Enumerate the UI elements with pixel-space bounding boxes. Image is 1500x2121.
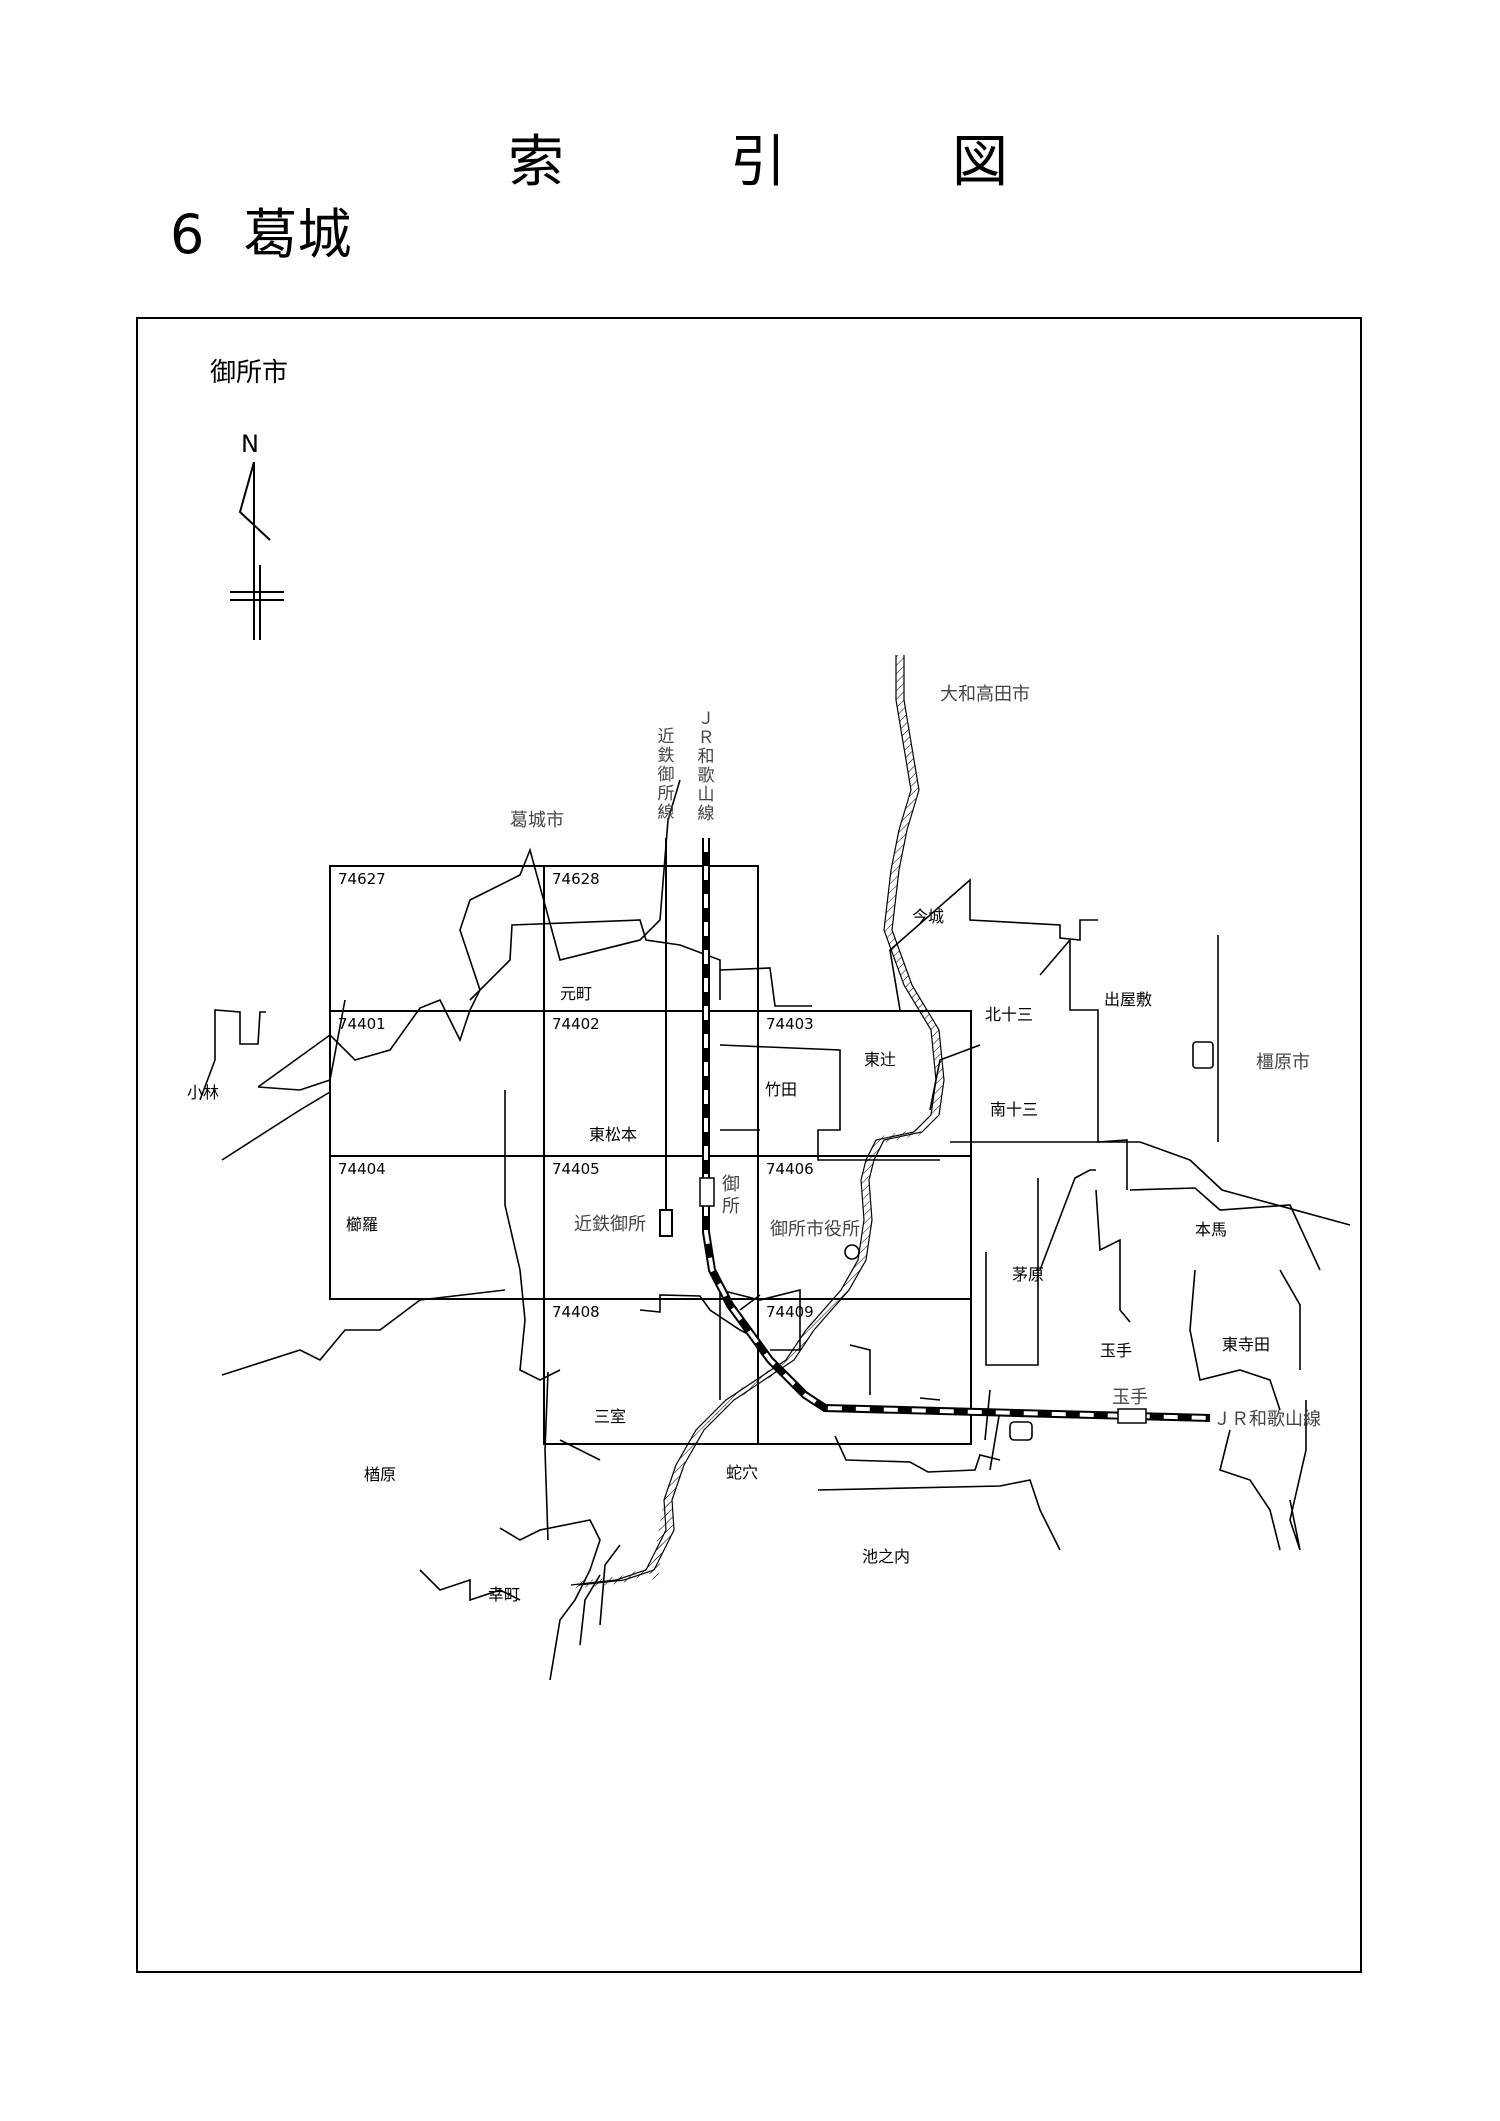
gose-station-label: 御所 xyxy=(722,1174,740,1217)
place-label: 南十三 xyxy=(990,1100,1038,1119)
gose-station-icon xyxy=(699,1177,715,1207)
jr-line-label: ＪＲ和歌山線 xyxy=(1213,1409,1321,1430)
grid-cell-label: 74404 xyxy=(338,1160,386,1178)
place-label: 竹田 xyxy=(765,1080,797,1099)
kintetsu-line-label: 近鉄御所線 xyxy=(658,727,675,823)
grid-cell-label: 74401 xyxy=(338,1015,386,1033)
title-char-1: 索 xyxy=(508,130,564,195)
station-label: 玉手 xyxy=(1112,1387,1148,1408)
region-heading: 6 葛城 xyxy=(170,200,352,270)
place-label: 小林 xyxy=(187,1083,219,1102)
city-label: 御所市 xyxy=(210,358,289,388)
place-label: 櫛羅 xyxy=(346,1215,378,1234)
rail-labels: 近鉄御所線 ＪＲ和歌山線 御所 xyxy=(658,709,741,1217)
region-name: 葛城 xyxy=(243,203,352,266)
place-label: 今城 xyxy=(912,907,944,926)
grid-cell-label: 74408 xyxy=(552,1303,600,1321)
neighbor-city-label: 橿原市 xyxy=(1256,1052,1310,1073)
place-label: 蛇穴 xyxy=(726,1463,758,1482)
map-frame xyxy=(136,317,1362,1973)
grid-cell-label: 74628 xyxy=(552,870,600,888)
place-label: 玉手 xyxy=(1100,1341,1132,1360)
grid-cell-label: 74409 xyxy=(766,1303,814,1321)
station-label: 近鉄御所 xyxy=(574,1214,646,1235)
title-char-3: 図 xyxy=(952,130,1008,195)
boundaries xyxy=(199,779,1351,1681)
region-number: 6 xyxy=(170,203,205,266)
place-label: 元町 xyxy=(560,984,592,1003)
kintetsu-line xyxy=(659,838,673,1237)
place-label: 幸町 xyxy=(488,1585,520,1604)
jr-line-label-vertical: ＪＲ和歌山線 xyxy=(698,709,715,824)
tamade-station-icon xyxy=(1117,1408,1147,1424)
main-road xyxy=(570,655,945,1589)
jr-line xyxy=(699,838,1211,1424)
place-label: 出屋敷 xyxy=(1104,990,1152,1009)
index-map-title: 索 引 図 xyxy=(0,128,1500,198)
grid-cell-label: 74402 xyxy=(552,1015,600,1033)
city-office-label: 御所市役所 xyxy=(770,1219,860,1240)
title-char-2: 引 xyxy=(730,130,786,195)
city-office-icon xyxy=(844,1244,860,1260)
place-label: 東寺田 xyxy=(1222,1335,1270,1354)
grid-cell-label: 74406 xyxy=(766,1160,814,1178)
north-label: N xyxy=(241,430,259,458)
neighbor-city-label: 葛城市 xyxy=(510,810,564,831)
index-grid xyxy=(329,865,972,1445)
pond-icon xyxy=(1009,1421,1033,1441)
place-label: 東辻 xyxy=(864,1050,896,1069)
place-label: 楢原 xyxy=(364,1465,396,1484)
place-label: 池之内 xyxy=(862,1547,910,1566)
place-label: 茅原 xyxy=(1012,1265,1044,1284)
grid-labels: 74627 74628 74401 74402 74403 74404 7440… xyxy=(338,870,814,1321)
grid-cell-label: 74627 xyxy=(338,870,386,888)
place-labels: 今城 北十三 南十三 出屋敷 元町 東辻 竹田 東松本 小林 櫛羅 本馬 茅原 … xyxy=(187,907,1270,1604)
place-label: 東松本 xyxy=(589,1125,637,1144)
place-label: 北十三 xyxy=(985,1005,1033,1024)
place-label: 本馬 xyxy=(1195,1220,1227,1239)
neighbor-city-label: 大和高田市 xyxy=(940,684,1030,705)
grid-cell-label: 74403 xyxy=(766,1015,814,1033)
north-arrow-icon xyxy=(230,461,284,640)
building-icon xyxy=(1192,1041,1214,1069)
gray-labels: 大和高田市 葛城市 橿原市 近鉄御所 御所市役所 玉手 ＪＲ和歌山線 xyxy=(510,684,1321,1430)
grid-cell-label: 74405 xyxy=(552,1160,600,1178)
place-label: 三室 xyxy=(594,1407,626,1426)
